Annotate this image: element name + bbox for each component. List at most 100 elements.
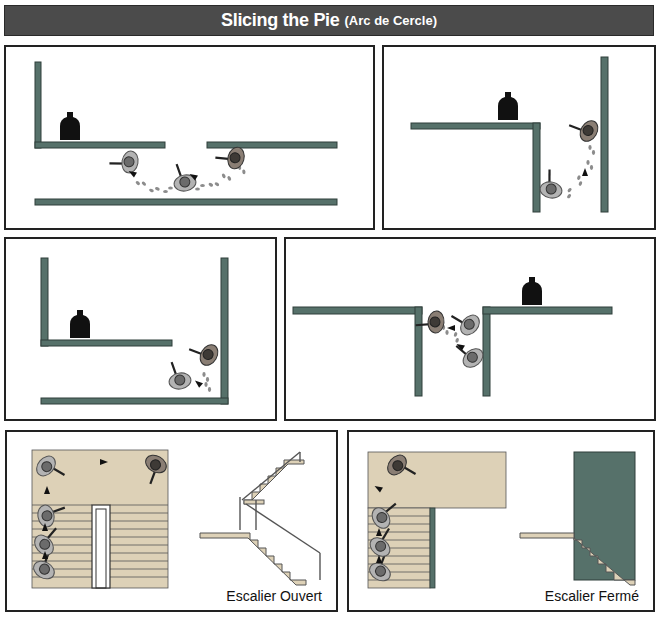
drawing-shape: [35, 62, 41, 148]
drawing-shape: [110, 569, 168, 570]
drawing-shape: [32, 505, 92, 506]
figure: [188, 171, 198, 180]
figure: [33, 452, 69, 487]
drawing-shape: [244, 460, 304, 504]
stair-panel: Escalier Ouvert: [5, 430, 338, 612]
figure: [42, 551, 48, 559]
stair-panel: Escalier Fermé: [347, 430, 655, 612]
drawing-shape: [383, 46, 655, 229]
drawing-shape: [32, 529, 92, 530]
title-bar: Slicing the Pie (Arc de Cercle): [4, 5, 654, 36]
panel-label: Escalier Ouvert: [224, 588, 324, 604]
figure: [149, 185, 161, 195]
figure: [448, 304, 484, 339]
drawing-shape: [5, 238, 276, 420]
footprints: [442, 325, 461, 343]
figure: [36, 502, 67, 529]
figure: [539, 168, 566, 199]
drawing-shape: [35, 199, 337, 205]
figure: [44, 486, 50, 494]
drawing-shape: [415, 307, 422, 396]
panel-frame: [5, 46, 655, 420]
drawing-shape: [368, 532, 430, 533]
figure: [566, 111, 601, 144]
drawing-shape: [110, 553, 168, 554]
figure: [186, 335, 221, 368]
figure: [60, 112, 80, 140]
figure: [366, 525, 401, 561]
drawing-shape: [242, 452, 300, 500]
drawing-shape: [110, 529, 168, 530]
drawing-shape: [5, 46, 374, 229]
drawing-shape: [110, 577, 168, 578]
figure: [202, 372, 209, 382]
footprints: [202, 372, 211, 392]
footprints: [564, 145, 595, 199]
drawing-shape: [299, 452, 300, 462]
drawing-shape: [239, 497, 240, 530]
drawing-shape: [246, 504, 320, 553]
figure: [415, 309, 445, 333]
handrail: [240, 452, 320, 580]
drawing-shape: [41, 258, 48, 346]
figure: [135, 178, 147, 189]
figure: [214, 142, 247, 170]
drawing-shape: [368, 556, 430, 557]
wall: [41, 258, 228, 404]
drawing-shape: [533, 123, 540, 212]
wall: [411, 57, 608, 212]
figure: [31, 524, 67, 559]
figure: [136, 452, 169, 487]
figure: [384, 451, 420, 486]
figure: [70, 310, 90, 338]
wall: [35, 62, 337, 205]
figure: [108, 148, 139, 175]
figure: [575, 175, 585, 187]
drawing-shape: [430, 508, 435, 588]
drawing-shape: [244, 500, 264, 504]
drawing-shape: [368, 452, 506, 508]
drawing-shape: [110, 545, 168, 546]
figure: [452, 336, 487, 372]
figure: [204, 382, 211, 392]
drawing-shape: [41, 340, 172, 346]
figure: [564, 187, 575, 199]
figure: [100, 459, 108, 465]
drawing-shape: [41, 398, 228, 404]
drawing-shape: [110, 561, 168, 562]
figure: [127, 168, 137, 177]
figure: [171, 161, 198, 192]
figure: [582, 168, 588, 176]
drawing-shape: [601, 57, 608, 212]
figure: [376, 555, 382, 563]
drawing-shape: [207, 142, 337, 148]
figure: [376, 528, 382, 536]
subtitle: (Arc de Cercle): [345, 13, 437, 28]
drawing-shape: [35, 142, 165, 148]
panel-label: Escalier Fermé: [543, 588, 641, 604]
figure: [373, 483, 383, 492]
stair-side: [200, 460, 306, 585]
drawing-shape: [574, 452, 635, 580]
figure: [163, 186, 173, 193]
drawing-shape: [221, 258, 228, 404]
figure: [195, 184, 205, 191]
figure: [193, 378, 203, 388]
drawing-shape: [96, 509, 106, 588]
figure: [369, 498, 404, 531]
figure: [208, 179, 220, 190]
drawing-shape: [110, 537, 168, 538]
drawing-shape: [110, 521, 168, 522]
wall: [293, 307, 612, 396]
drawing-shape: [92, 505, 110, 588]
drawing-shape: [255, 500, 256, 530]
figure: [498, 92, 518, 120]
drawing-shape: [411, 123, 540, 129]
title: Slicing the Pie: [221, 10, 340, 31]
drawing-shape: [200, 533, 306, 585]
drawing-shape: [483, 307, 612, 314]
drawing-shape: [319, 553, 320, 580]
drawing-shape: [110, 513, 168, 514]
figure: [166, 359, 193, 390]
